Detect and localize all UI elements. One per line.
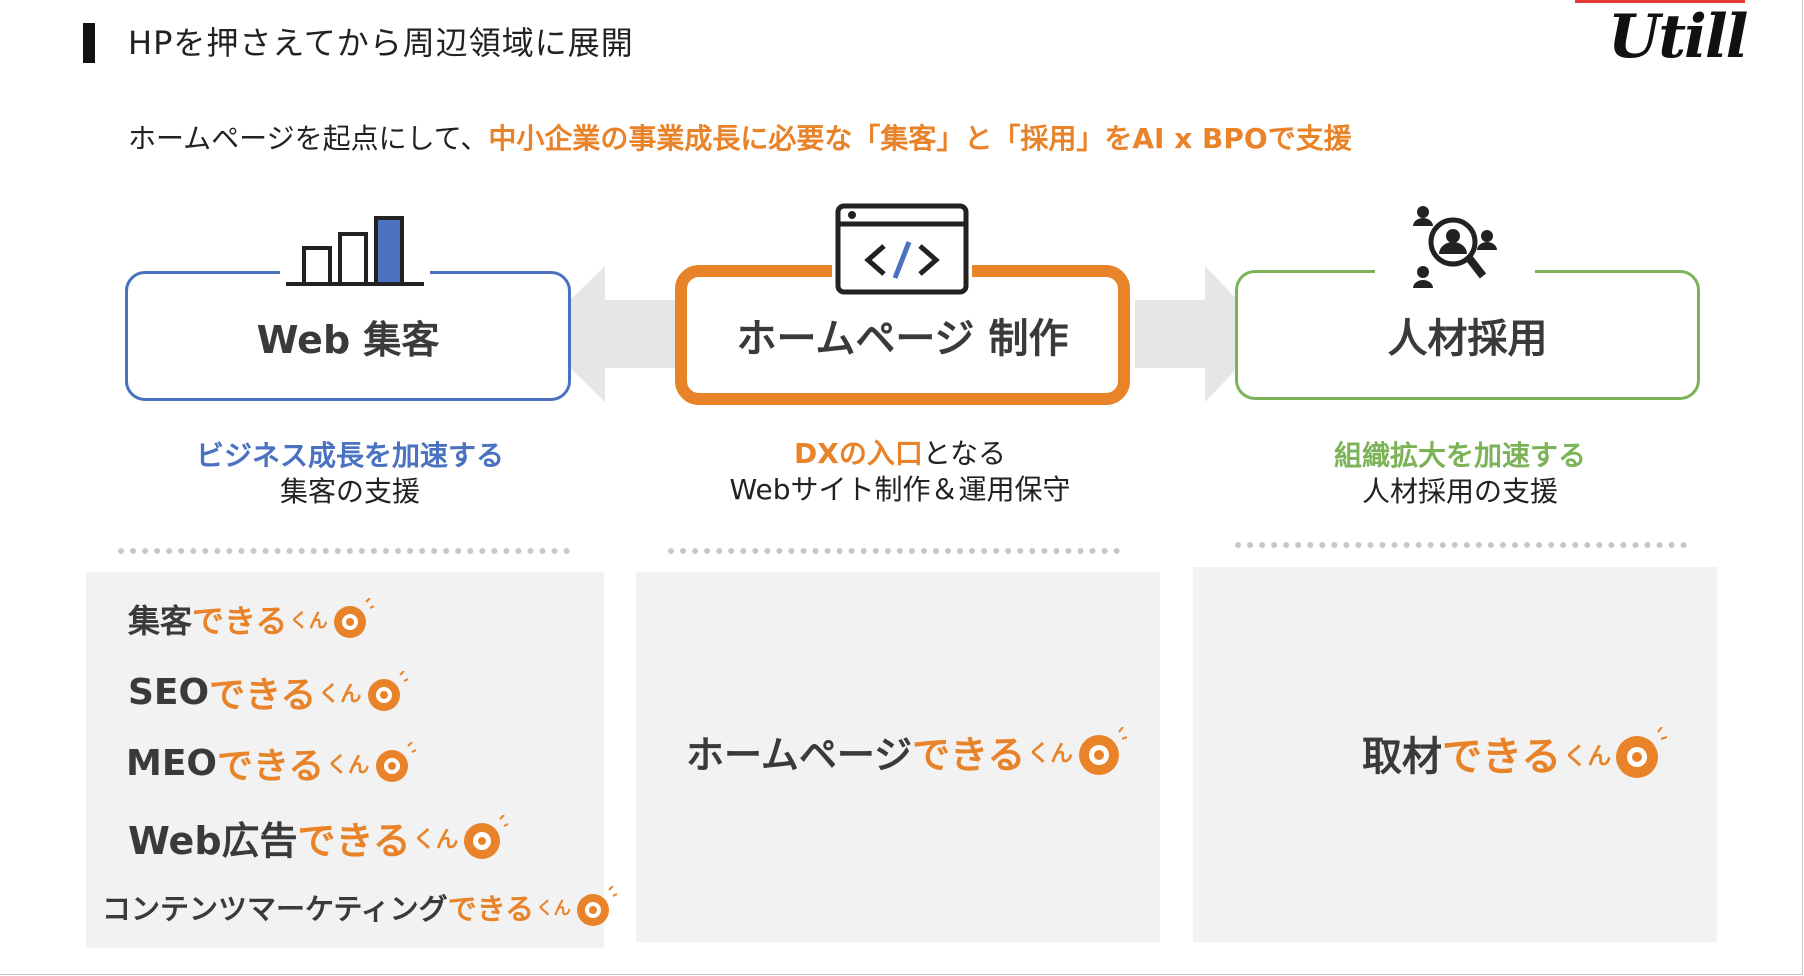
subtitle-highlight: 中小企業の事業成長に必要な「集客」と「採用」をAI x BPOで支援 [488, 122, 1352, 155]
product-suffix: できる [209, 675, 317, 716]
product-prefix: 取材 [1362, 734, 1442, 780]
homepage-caption: DXの入口となる Webサイト制作＆運用保守 [690, 436, 1110, 508]
product-interview: 取材 できるくん [1362, 724, 1668, 782]
recruitment-caption-lead: 組織拡大を加速する [1333, 439, 1586, 472]
product-suffix: できる [912, 733, 1026, 777]
product-suffix: できる [447, 892, 535, 926]
dekirukun-badge-icon [576, 886, 617, 926]
subtitle-lead: ホームページを起点にして、 [128, 122, 489, 155]
product-homepage: ホームページできるくん [686, 724, 1127, 779]
homepage-caption-lead: DXの入口 [793, 437, 923, 470]
title-marker [83, 23, 95, 63]
web-marketing-label: Web 集客 [256, 317, 440, 362]
product-prefix: SEO [128, 671, 210, 713]
recruitment-box: 人材採用 [1235, 270, 1700, 400]
product-suffix: できる [1442, 734, 1562, 780]
product-prefix: 集客 [128, 602, 193, 640]
homepage-caption-rest: Webサイト制作＆運用保守 [729, 473, 1071, 506]
homepage-label: ホームページ 制作 [736, 316, 1069, 362]
recruitment-divider [1235, 542, 1687, 548]
product-kun: くん [536, 898, 571, 919]
dekirukun-badge-icon [464, 814, 509, 859]
slide-subtitle: ホームページを起点にして、中小企業の事業成長に必要な「集客」と「採用」をAI x… [128, 117, 1352, 157]
homepage-caption-mid: となる [922, 437, 1006, 470]
product-content-marketing: コンテンツマーケティングできるくん [102, 886, 617, 928]
people-search-icon [1375, 200, 1535, 290]
product-kun: くん [1563, 741, 1612, 770]
recruitment-caption: 組織拡大を加速する 人材採用の支援 [1260, 438, 1660, 510]
slide-title: HPを押さえてから周辺領域に展開 [128, 24, 634, 62]
web-caption: ビジネス成長を加速する 集客の支援 [150, 438, 550, 510]
product-suffix: できる [192, 602, 288, 640]
product-shukyaku: 集客できるくん [128, 596, 374, 642]
product-suffix: できる [297, 819, 411, 863]
utill-logo: Utill [1608, 2, 1748, 72]
recruitment-caption-rest: 人材採用の支援 [1361, 475, 1558, 508]
web-caption-lead: ビジネス成長を加速する [195, 439, 504, 472]
homepage-divider [668, 548, 1120, 554]
product-kun: くん [326, 752, 370, 778]
web-divider [118, 548, 570, 554]
web-marketing-box: Web 集客 [125, 271, 571, 401]
dekirukun-badge-icon [375, 742, 416, 782]
top-accent-line [1575, 0, 1745, 3]
product-suffix: できる [217, 746, 325, 787]
homepage-products-panel [636, 572, 1160, 942]
dekirukun-badge-icon [1616, 727, 1668, 778]
product-kun: くん [318, 681, 362, 707]
product-kun: くん [1027, 741, 1073, 767]
product-prefix: Web広告 [128, 819, 298, 863]
dekirukun-badge-icon [333, 598, 374, 638]
product-web-ads: Web広告できるくん [128, 810, 509, 865]
web-caption-rest: 集客の支援 [279, 475, 420, 508]
code-window-icon [832, 202, 972, 298]
product-kun: くん [289, 609, 328, 632]
product-prefix: コンテンツマーケティング [102, 892, 448, 926]
dekirukun-badge-icon [367, 671, 408, 711]
product-prefix: MEO [126, 742, 218, 784]
dekirukun-badge-icon [1078, 726, 1127, 775]
homepage-caption-line1: DXの入口となる [690, 436, 1110, 472]
recruitment-label: 人材採用 [1387, 316, 1548, 362]
product-prefix: ホームページ [686, 733, 913, 777]
product-kun: くん [412, 827, 459, 853]
bar-chart-icon [280, 212, 430, 292]
